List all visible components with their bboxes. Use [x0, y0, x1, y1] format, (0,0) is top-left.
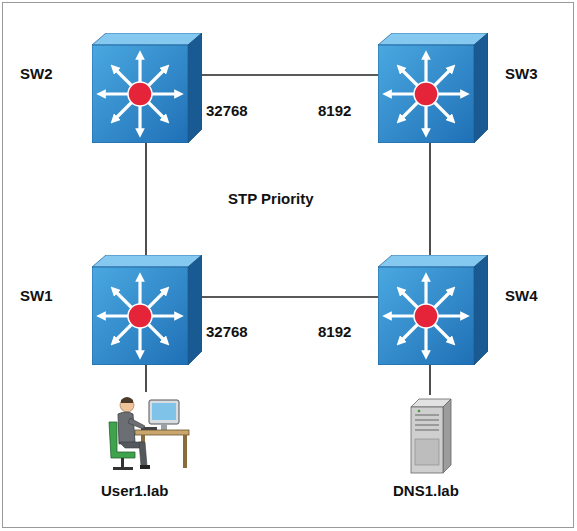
stp-priority-title: STP Priority: [228, 190, 314, 207]
switch-node: SW3: [378, 33, 488, 143]
network-link: [429, 143, 431, 255]
node-label: SW1: [20, 287, 53, 304]
switch-node: SW2: [92, 33, 202, 143]
stp-priority-value: 32768: [206, 323, 248, 340]
server-node: DNS1.lab: [405, 395, 455, 475]
stp-priority-value: 32768: [206, 102, 248, 119]
network-link: [145, 143, 147, 255]
node-label: DNS1.lab: [393, 482, 459, 499]
switch-node: SW1: [92, 255, 202, 365]
switch-icon: [378, 255, 488, 365]
switch-icon: [92, 255, 202, 365]
user-icon: [105, 392, 190, 472]
switch-node: SW4: [378, 255, 488, 365]
network-link: [145, 365, 147, 392]
stp-priority-value: 8192: [318, 102, 351, 119]
network-link: [202, 296, 378, 298]
node-label: SW3: [505, 65, 538, 82]
switch-icon: [92, 33, 202, 143]
node-label: User1.lab: [101, 482, 169, 499]
network-link: [429, 365, 431, 395]
switch-icon: [378, 33, 488, 143]
host-node: User1.lab: [105, 392, 190, 472]
network-link: [202, 74, 378, 76]
node-label: SW4: [505, 287, 538, 304]
node-label: SW2: [20, 65, 53, 82]
server-icon: [405, 395, 455, 475]
stp-priority-value: 8192: [318, 323, 351, 340]
